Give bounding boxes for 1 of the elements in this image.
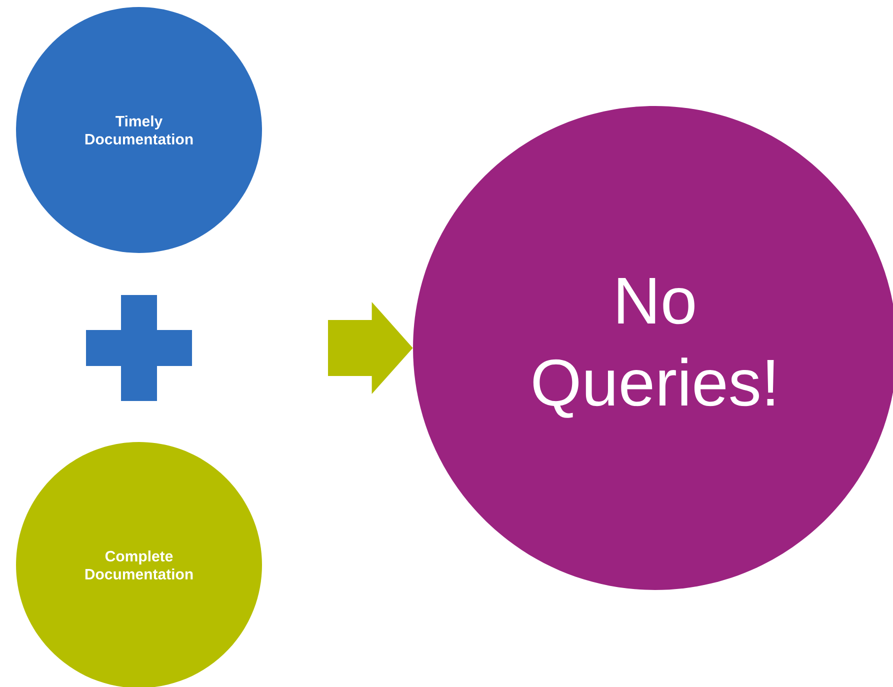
block-arrow bbox=[328, 302, 413, 394]
